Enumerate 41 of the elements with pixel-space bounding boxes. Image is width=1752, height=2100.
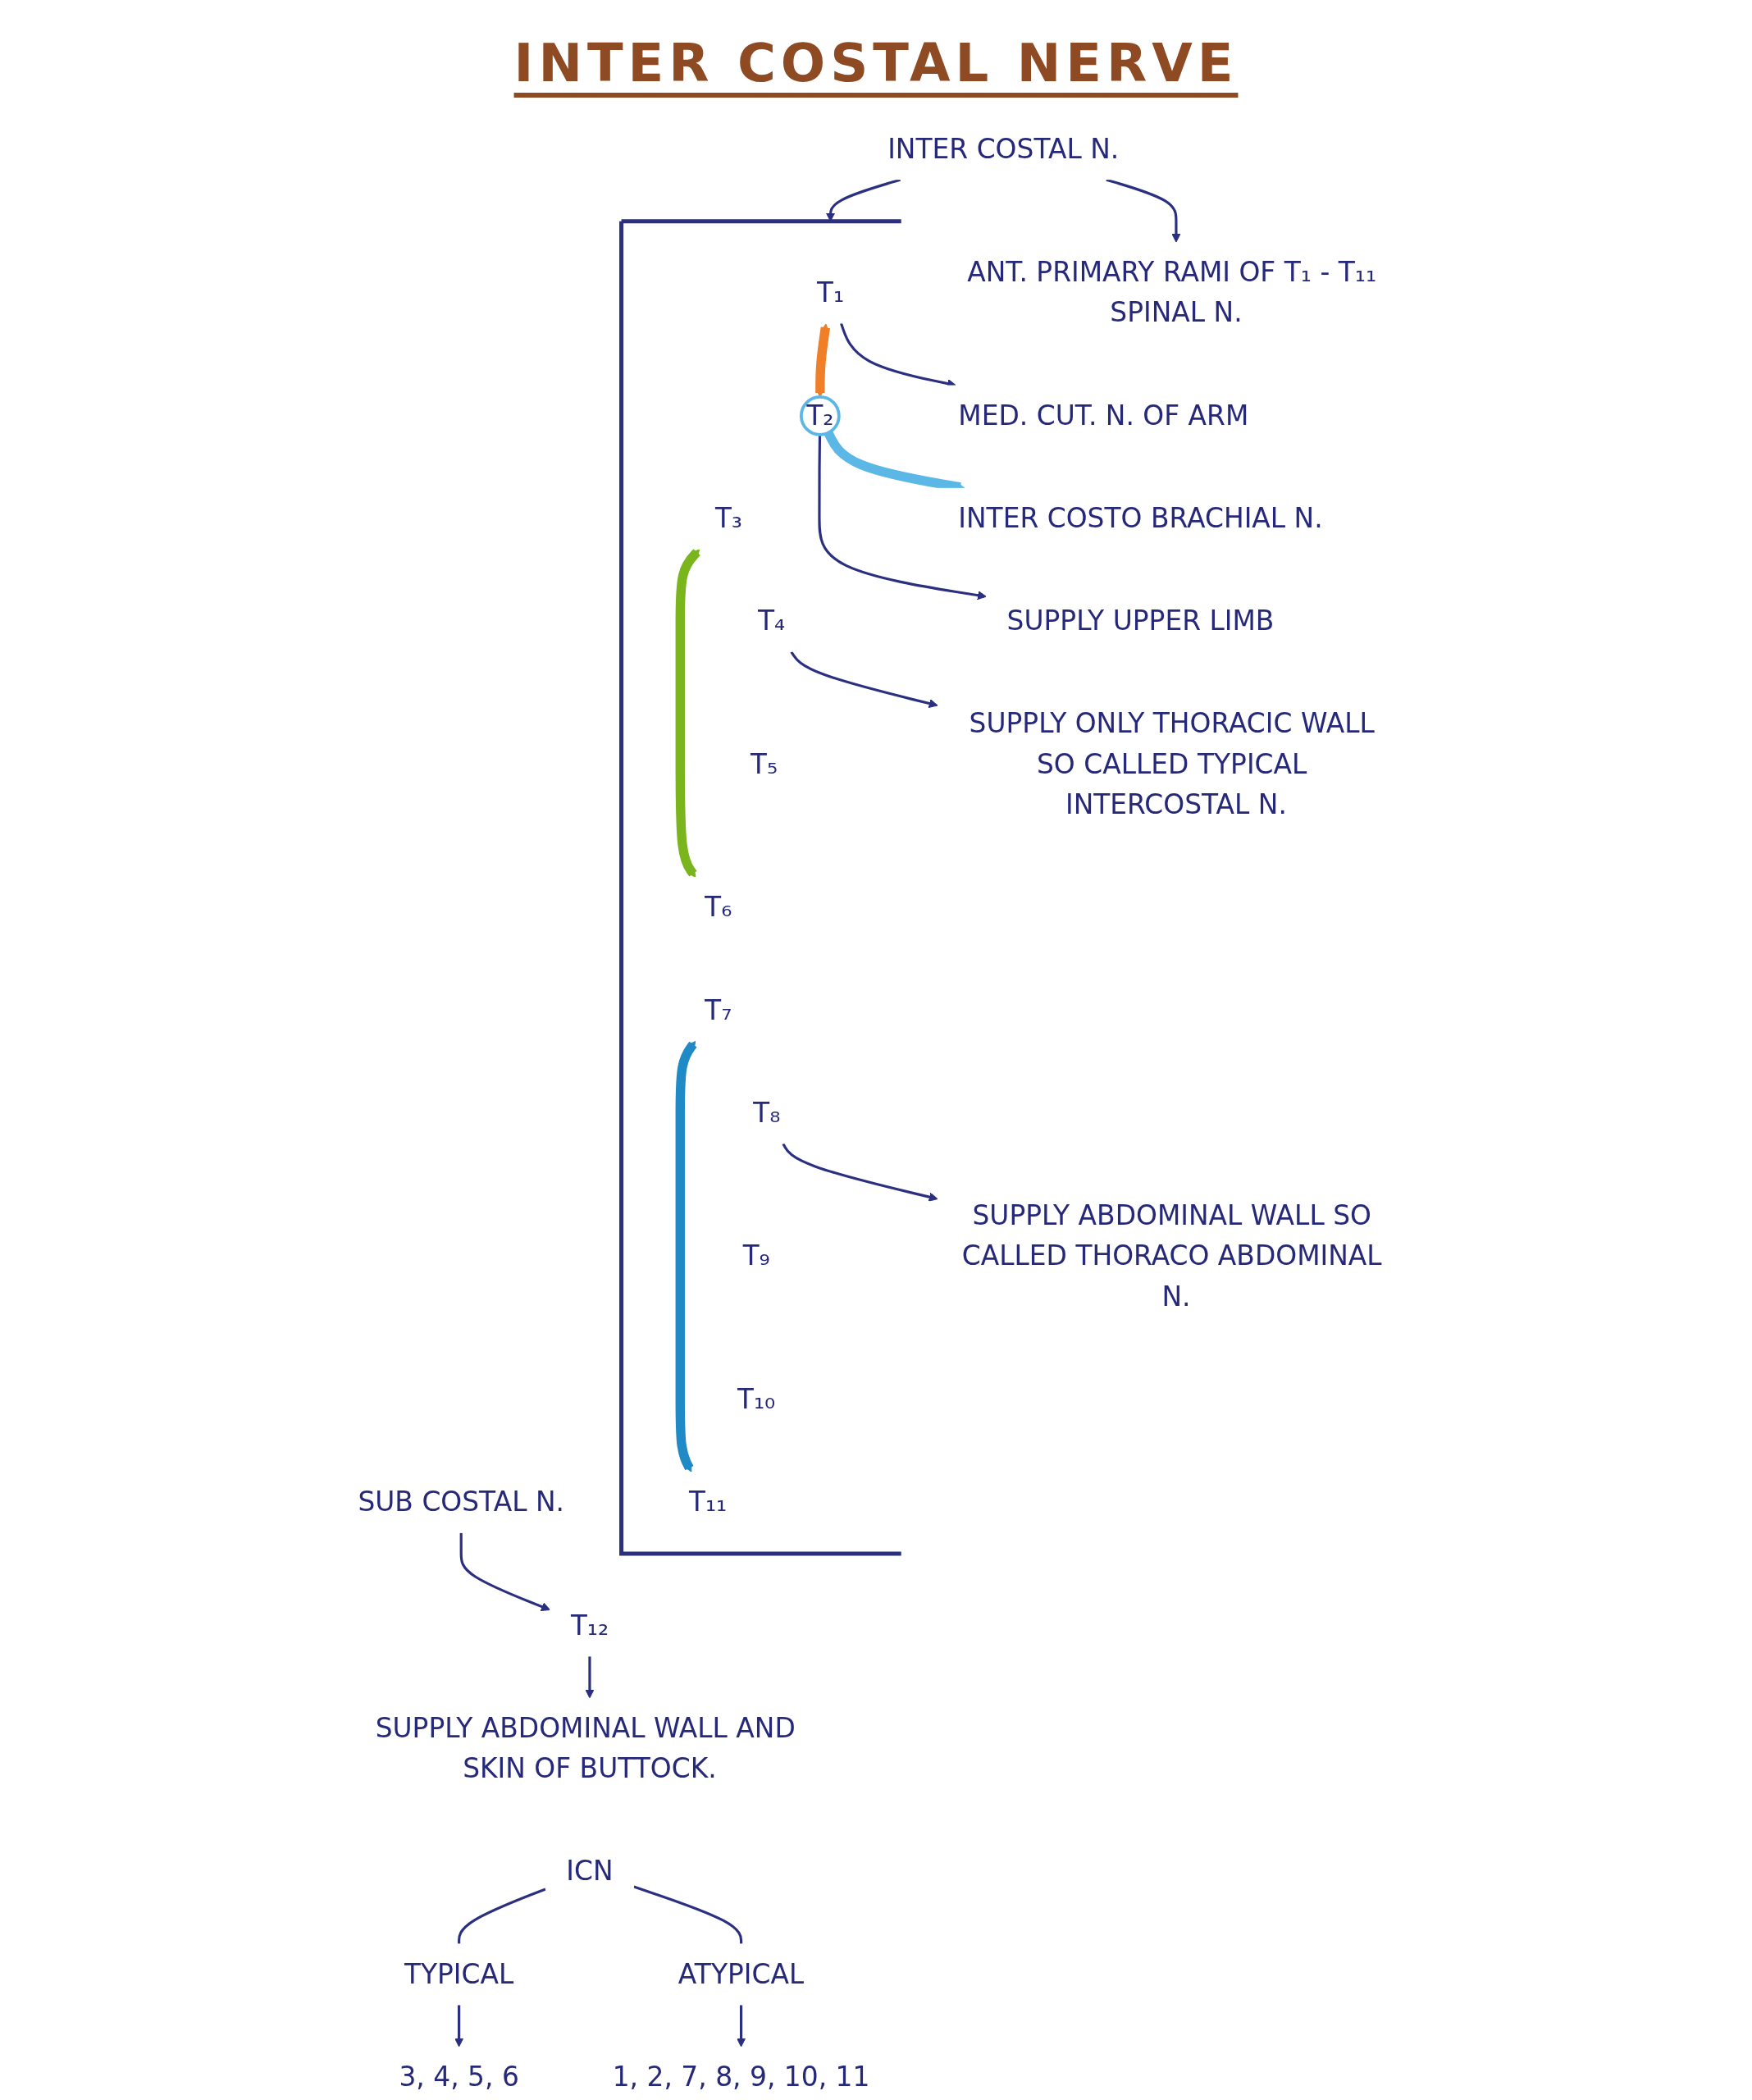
node-text: ANT. PRIMARY RAMI OF T₁ - T₁₁ SPINAL N. [967,256,1377,329]
arrow [790,651,938,708]
node-text: T₃ [714,502,742,534]
node-text: T₁₀ [737,1383,776,1415]
connector [458,1888,546,1944]
node-text: SUPPLY ABDOMINAL WALL SO CALLED THORACO ABDOMINAL N. [961,1199,1382,1312]
node-circle: T₂ [800,395,841,436]
connector [633,1885,743,1944]
node-text: SUPPLY ABDOMINAL WALL AND SKIN OF BUTTOCK. [375,1712,796,1784]
node-text: T₁₂ [570,1609,609,1641]
node-text: T₁ [816,276,845,308]
node-text: T₆ [705,891,732,923]
arrow [459,1532,550,1611]
node-text: INTER COSTAL N. [887,133,1120,165]
node-text: INTER COSTO BRACHIAL N. [958,502,1323,534]
node-text: 1, 2, 7, 8, 9, 10, 11 [612,2061,870,2093]
arrow [1106,178,1181,243]
arrow [585,1656,595,1699]
node-text: T₉ [742,1239,770,1271]
node-text: T₈ [753,1097,781,1129]
arrow [815,323,830,398]
arrow [825,178,901,222]
arrow [675,549,700,878]
node-text: SUPPLY UPPER LIMB [1006,605,1275,637]
node-text: 3, 4, 5, 6 [399,2061,519,2093]
arrow [782,1143,938,1202]
node-text: T₇ [705,994,732,1026]
node-text: T₁₁ [688,1486,728,1518]
node-text: TYPICAL [404,1958,514,1990]
arrow [454,2005,464,2048]
node-text: ICN [566,1856,614,1888]
arrow [675,1041,697,1472]
node-text: ATYPICAL [678,1958,805,1990]
node-text: T₄ [757,605,786,637]
arrow [737,2005,746,2048]
arrow [818,434,987,600]
node-text: SUPPLY ONLY THORACIC WALL SO CALLED TYPICAL INTERCOSTAL N. [969,708,1375,820]
node-text: MED. CUT. N. OF ARM [958,399,1249,431]
node-text: T₅ [750,748,778,780]
node-text: SUB COSTAL N. [358,1486,564,1518]
cluster [619,219,904,1556]
